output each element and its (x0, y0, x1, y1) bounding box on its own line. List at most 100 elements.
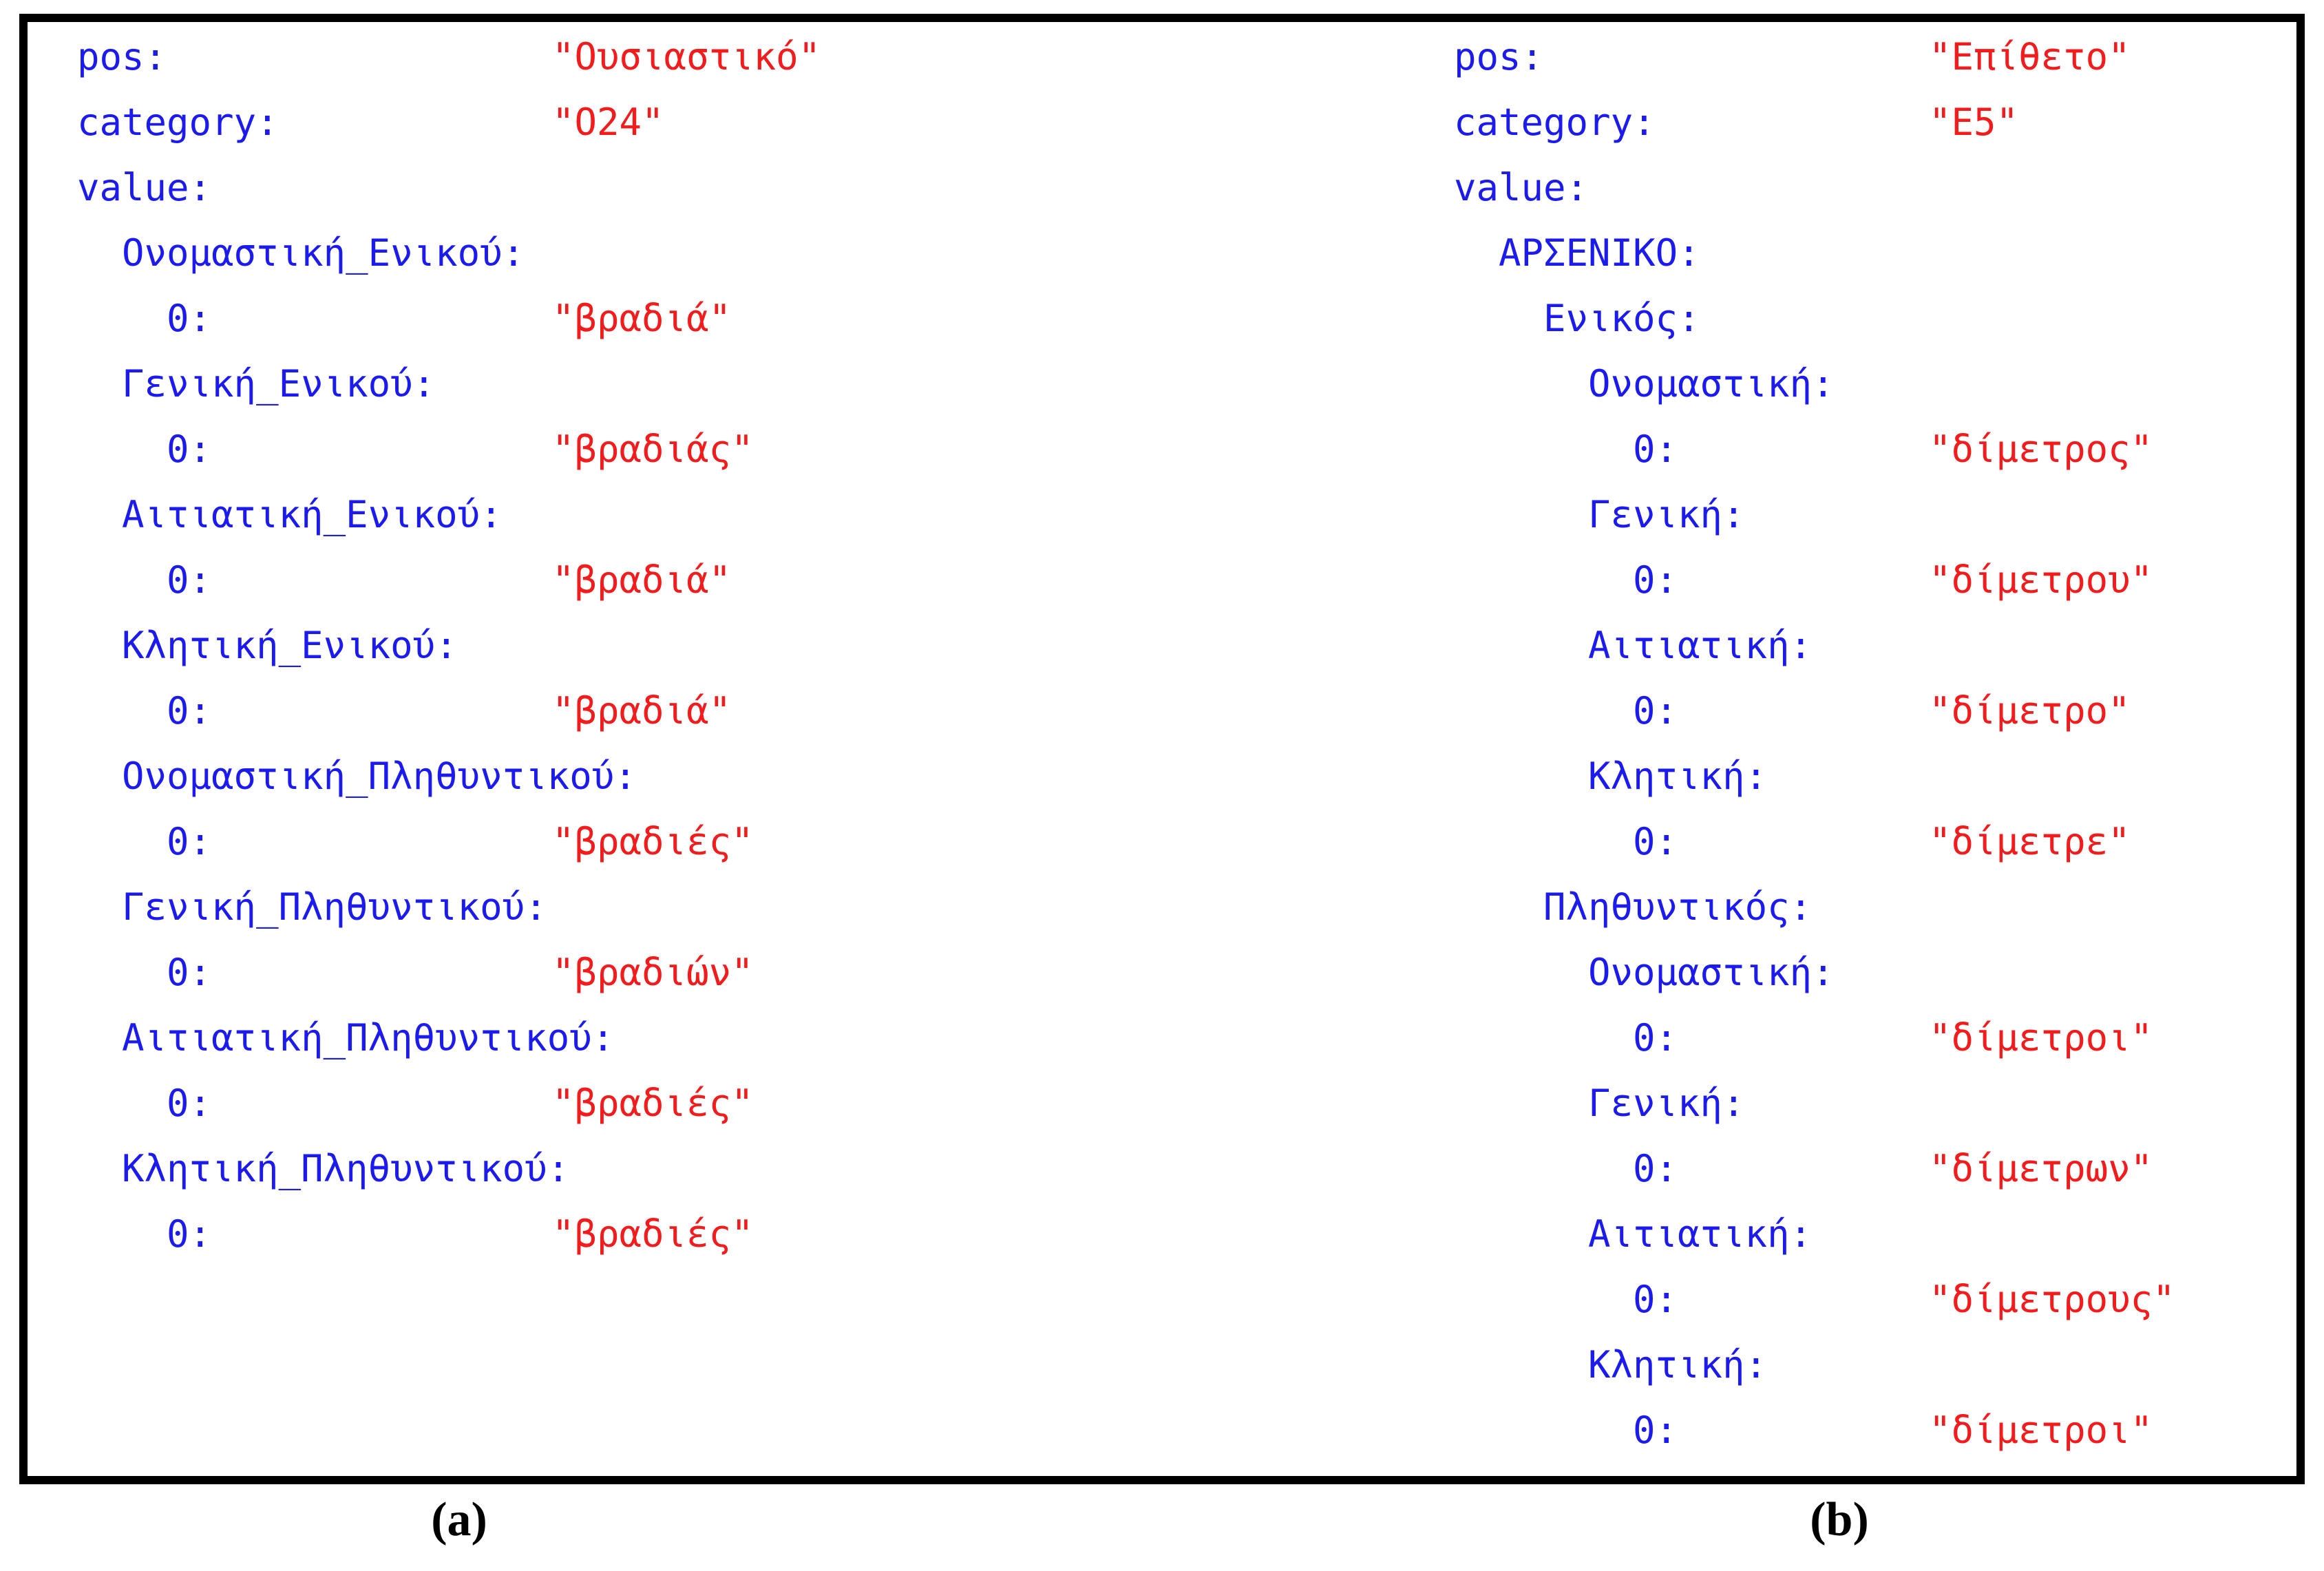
entry-row: Κλητική_Πληθυντικού: (77, 1136, 1426, 1201)
entry-value: "δίμετρου" (1929, 558, 2153, 602)
entry-key: 0: (167, 820, 212, 863)
entry-row: Κλητική: (1454, 744, 2296, 809)
entry-value: "βραδιές" (552, 1082, 754, 1125)
entry-row: Ονομαστική: (1454, 940, 2296, 1005)
entry-row: 0: "βραδιά" (77, 547, 1426, 613)
entry-key: Γενική: (1588, 493, 1745, 536)
entry-row: 0: "δίμετροι" (1454, 1005, 2296, 1071)
entry-value: "δίμετροι" (1929, 1016, 2153, 1059)
entry-value: "βραδιάς" (552, 428, 754, 471)
figure-caption-b: (b) (1810, 1493, 1869, 1546)
entry-key: Αιτιατική: (1588, 624, 1813, 667)
entry-key: 0: (1633, 428, 1678, 471)
entry-value: "δίμετρος" (1929, 428, 2153, 471)
entry-key: 0: (1633, 1147, 1678, 1190)
entry-value: "βραδιά" (552, 297, 732, 340)
panel-a-noun-entry: pos: "Ουσιαστικό" category:"Ο24" value: Ονομ… (77, 24, 1426, 1267)
entry-key: value: (1454, 166, 1589, 209)
entry-key: pos: (77, 35, 167, 78)
entry-value: "δίμετρων" (1929, 1147, 2153, 1190)
entry-key: Κλητική_Ενικού: (122, 624, 458, 667)
entry-value: "Ουσιαστικό" (552, 35, 821, 78)
entry-value: "δίμετροι" (1929, 1409, 2153, 1452)
entry-key: pos: (1454, 35, 1544, 78)
entry-row: ΑΡΣΕΝΙΚΟ: (1454, 220, 2296, 286)
entry-key: Κλητική_Πληθυντικού: (122, 1147, 570, 1190)
entry-row: Πληθυντικός: (1454, 874, 2296, 940)
entry-key: 0: (1633, 689, 1678, 732)
entry-key: Γενική_Πληθυντικού: (122, 885, 547, 929)
entry-key: Ενικός: (1543, 297, 1700, 340)
entry-row: Γενική_Πληθυντικού: (77, 874, 1426, 940)
entry-row: Ονομαστική: (1454, 351, 2296, 417)
entry-key: 0: (1633, 1016, 1678, 1059)
entry-key: Γενική: (1588, 1082, 1745, 1125)
entry-row: pos: "Επίθετο" (1454, 24, 2296, 89)
entry-row: 0: "δίμετρε" (1454, 809, 2296, 874)
entry-key: Αιτιατική_Πληθυντικού: (122, 1016, 615, 1059)
entry-value: "βραδιών" (552, 951, 754, 994)
entry-key: category: (1454, 101, 1656, 144)
entry-key: value: (77, 166, 212, 209)
entry-key: Ονομαστική: (1588, 951, 1835, 994)
panel-b-adjective-entry: pos: "Επίθετο" category:"Ε5" value: ΑΡΣΕΝΙΚΟ… (1454, 24, 2296, 1463)
entry-key: Αιτιατική_Ενικού: (122, 493, 503, 536)
entry-key: Αιτιατική: (1588, 1212, 1813, 1256)
entry-value: "Επίθετο" (1929, 35, 2131, 78)
entry-key: 0: (1633, 820, 1678, 863)
entry-key: Γενική_Ενικού: (122, 362, 436, 405)
entry-row: Γενική: (1454, 1071, 2296, 1136)
entry-row: Αιτιατική_Ενικού: (77, 482, 1426, 547)
entry-value: "βραδιά" (552, 558, 732, 602)
entry-key: 0: (167, 428, 212, 471)
entry-row: Γενική: (1454, 482, 2296, 547)
entry-key: 0: (167, 297, 212, 340)
entry-key: Ονομαστική_Ενικού: (122, 231, 525, 275)
entry-row: Αιτιατική: (1454, 1201, 2296, 1267)
entry-row: 0: "βραδιά" (77, 286, 1426, 351)
entry-key: 0: (167, 1082, 212, 1125)
entry-row: Κλητική: (1454, 1332, 2296, 1398)
entry-value: "δίμετρε" (1929, 820, 2131, 863)
entry-key: Ονομαστική: (1588, 362, 1835, 405)
entry-key: 0: (1633, 1409, 1678, 1452)
entry-row: Γενική_Ενικού: (77, 351, 1426, 417)
entry-key: Κλητική: (1588, 755, 1768, 798)
entry-key: 0: (1633, 1278, 1678, 1321)
entry-key: 0: (167, 689, 212, 732)
entry-value: "βραδιές" (552, 1212, 754, 1256)
entry-row: 0: "βραδιών" (77, 940, 1426, 1005)
entry-value: "βραδιά" (552, 689, 732, 732)
entry-row: pos: "Ουσιαστικό" (77, 24, 1426, 89)
entry-row: 0: "δίμετρου" (1454, 547, 2296, 613)
figure-box: pos:"Ουσιαστικό"category:"Ο24"value:Ονομ… (19, 14, 2305, 1484)
entry-row: 0: "βραδιά" (77, 678, 1426, 744)
entry-row: Ονομαστική_Πληθυντικού: (77, 744, 1426, 809)
entry-key: 0: (167, 1212, 212, 1256)
entry-row: 0: "βραδιάς" (77, 417, 1426, 482)
entry-row: 0: "βραδιές" (77, 1071, 1426, 1136)
entry-row: 0: "δίμετροι" (1454, 1398, 2296, 1463)
entry-row: 0: "δίμετρος" (1454, 417, 2296, 482)
entry-key: Ονομαστική_Πληθυντικού: (122, 755, 637, 798)
entry-value: "δίμετρους" (1929, 1278, 2175, 1321)
entry-key: Κλητική: (1588, 1343, 1768, 1387)
entry-row: Ενικός: (1454, 286, 2296, 351)
entry-row: 0:"βραδιές" (77, 809, 1426, 874)
entry-key: 0: (167, 951, 212, 994)
entry-row: 0: "δίμετρων" (1454, 1136, 2296, 1201)
entry-row: Αιτιατική_Πληθυντικού: (77, 1005, 1426, 1071)
entry-value: "δίμετρο" (1929, 689, 2131, 732)
entry-row: Αιτιατική: (1454, 613, 2296, 678)
entry-row: value: (77, 155, 1426, 220)
entry-row: category:"Ο24" (77, 89, 1426, 155)
entry-row: 0: "δίμετρους" (1454, 1267, 2296, 1332)
entry-row: 0: "δίμετρο" (1454, 678, 2296, 744)
entry-value: "Ο24" (552, 101, 664, 144)
entry-key: 0: (167, 558, 212, 602)
entry-row: category:"Ε5" (1454, 89, 2296, 155)
figure-caption-a: (a) (431, 1493, 487, 1546)
entry-key: 0: (1633, 558, 1678, 602)
entry-key: ΑΡΣΕΝΙΚΟ: (1499, 231, 1700, 275)
